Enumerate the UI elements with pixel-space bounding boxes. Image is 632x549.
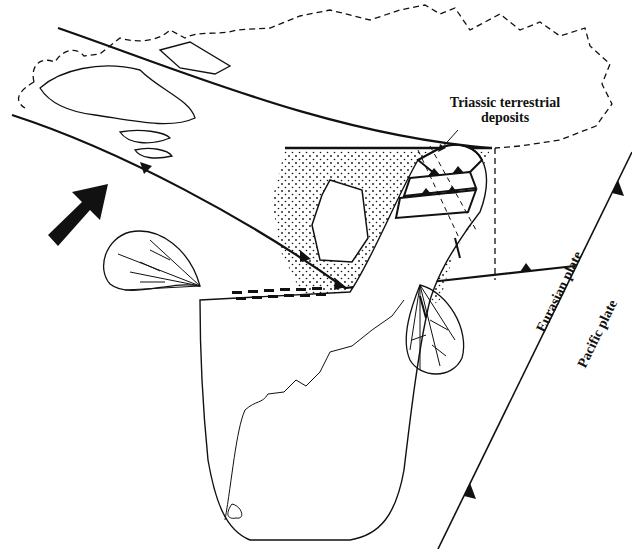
fault-line xyxy=(418,146,476,240)
fault-line xyxy=(420,238,460,318)
belt-line xyxy=(58,28,490,148)
trench-teeth xyxy=(464,180,624,499)
crustal-block xyxy=(200,145,486,540)
island-outline xyxy=(228,504,242,518)
island-outline xyxy=(40,66,195,124)
island-outline xyxy=(160,42,230,74)
block-outline xyxy=(312,180,368,262)
thrust-teeth xyxy=(140,162,532,290)
plate-label: Eurasian plate xyxy=(534,249,586,334)
coast-outline xyxy=(18,82,34,108)
plate-label: Pacific plate xyxy=(575,298,620,370)
motion-arrow xyxy=(48,184,108,246)
trench-line xyxy=(438,152,632,549)
coastline xyxy=(225,300,404,520)
island-outline xyxy=(120,130,170,142)
band-teeth xyxy=(420,166,464,196)
thrust-line xyxy=(12,115,395,288)
coast-outline xyxy=(494,148,495,280)
dash-bar xyxy=(232,287,326,300)
leader-head xyxy=(438,144,446,152)
alluvial-fan xyxy=(104,231,464,374)
coast-outline xyxy=(33,5,612,148)
island-outline xyxy=(135,148,172,158)
region-label: Triassic terrestrial deposits xyxy=(446,96,564,125)
block-band xyxy=(396,190,476,218)
